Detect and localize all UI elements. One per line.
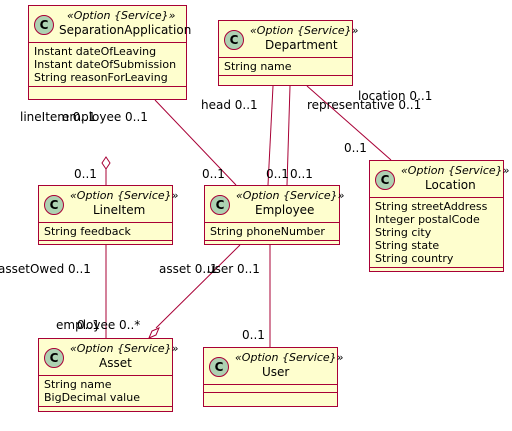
label-lineitem-assetowed: assetOwed 0..1 — [0, 262, 91, 276]
attribute: String city — [375, 226, 432, 239]
label-emp-asset: asset 0..1 — [159, 262, 218, 276]
attribute: String country — [375, 252, 454, 265]
class-stereotype: «Option {Service}» — [401, 164, 510, 177]
class-stereotype: «Option {Service}» — [67, 9, 176, 22]
class-stereotype: «Option {Service}» — [70, 189, 179, 202]
aggregation-diamond-asset — [148, 327, 160, 339]
class-name: SeparationApplication — [59, 23, 192, 37]
attribute: Integer postalCode — [375, 213, 480, 226]
class-department[interactable]: C «Option {Service}» Department String n… — [218, 20, 358, 86]
label-asset-from-lineitem: 0..1 — [77, 318, 100, 332]
class-user[interactable]: C «Option {Service}» User — [203, 347, 343, 407]
label-emp-from-head: 0..1 — [266, 167, 289, 181]
class-asset[interactable]: C «Option {Service}» Asset String name B… — [38, 338, 178, 412]
label-user-from-emp: 0..1 — [242, 328, 265, 342]
aggregation-diamond-separation — [101, 156, 111, 170]
label-emp-from-rep: 0..1 — [290, 167, 313, 181]
attribute: BigDecimal value — [44, 391, 140, 404]
attribute: String name — [44, 378, 112, 391]
attribute: String name — [224, 60, 292, 73]
edge-department-employee-representative — [286, 85, 291, 186]
attribute: String reasonForLeaving — [34, 71, 168, 84]
attribute: String streetAddress — [375, 200, 488, 213]
label-emp-user: user 0..1 — [207, 262, 260, 276]
class-icon: C — [210, 195, 230, 215]
class-name: LineItem — [93, 203, 146, 217]
class-icon: C — [375, 170, 395, 190]
class-name: Employee — [255, 203, 315, 217]
edge-department-employee-head — [267, 85, 274, 186]
label-dept-location: location 0..1 — [358, 89, 433, 103]
class-icon: C — [44, 195, 64, 215]
attribute: Instant dateOfLeaving — [34, 45, 157, 58]
label-lineitem-from-sep: 0..1 — [74, 167, 97, 181]
edge-department-location — [306, 85, 392, 161]
class-stereotype: «Option {Service}» — [70, 342, 179, 355]
class-name: Location — [425, 178, 476, 192]
attribute: Instant dateOfSubmission — [34, 58, 177, 71]
class-icon: C — [34, 15, 54, 35]
label-asset-employee: employee 0..* — [56, 318, 141, 332]
class-stereotype: «Option {Service}» — [250, 24, 359, 37]
attribute: String phoneNumber — [210, 225, 325, 238]
class-name: User — [262, 365, 290, 379]
class-separation-application[interactable]: C «Option {Service}» SeparationApplicati… — [28, 5, 191, 100]
class-stereotype: «Option {Service}» — [236, 189, 345, 202]
label-dept-representative: representative 0..1 — [307, 98, 422, 112]
label-dept-head: head 0..1 — [201, 98, 258, 112]
attribute: String state — [375, 239, 440, 252]
label-emp-from-sep: 0..1 — [202, 167, 225, 181]
class-employee[interactable]: C «Option {Service}» Employee String pho… — [204, 185, 344, 245]
edge-separation-employee — [154, 99, 237, 186]
class-icon: C — [224, 30, 244, 50]
class-icon: C — [209, 357, 229, 377]
label-sep-employee: employee 0..1 — [62, 110, 148, 124]
class-name: Department — [265, 38, 338, 52]
class-name: Asset — [99, 356, 132, 370]
class-location[interactable]: C «Option {Service}» Location String str… — [369, 160, 509, 272]
class-icon: C — [44, 348, 64, 368]
class-stereotype: «Option {Service}» — [235, 351, 344, 364]
attribute: String feedback — [44, 225, 131, 238]
class-lineitem[interactable]: C «Option {Service}» LineItem String fee… — [38, 185, 178, 245]
label-loc-from-dept: 0..1 — [344, 141, 367, 155]
edge-employee-asset — [155, 244, 241, 329]
label-sep-lineitem: lineItem 0..1 — [20, 110, 96, 124]
